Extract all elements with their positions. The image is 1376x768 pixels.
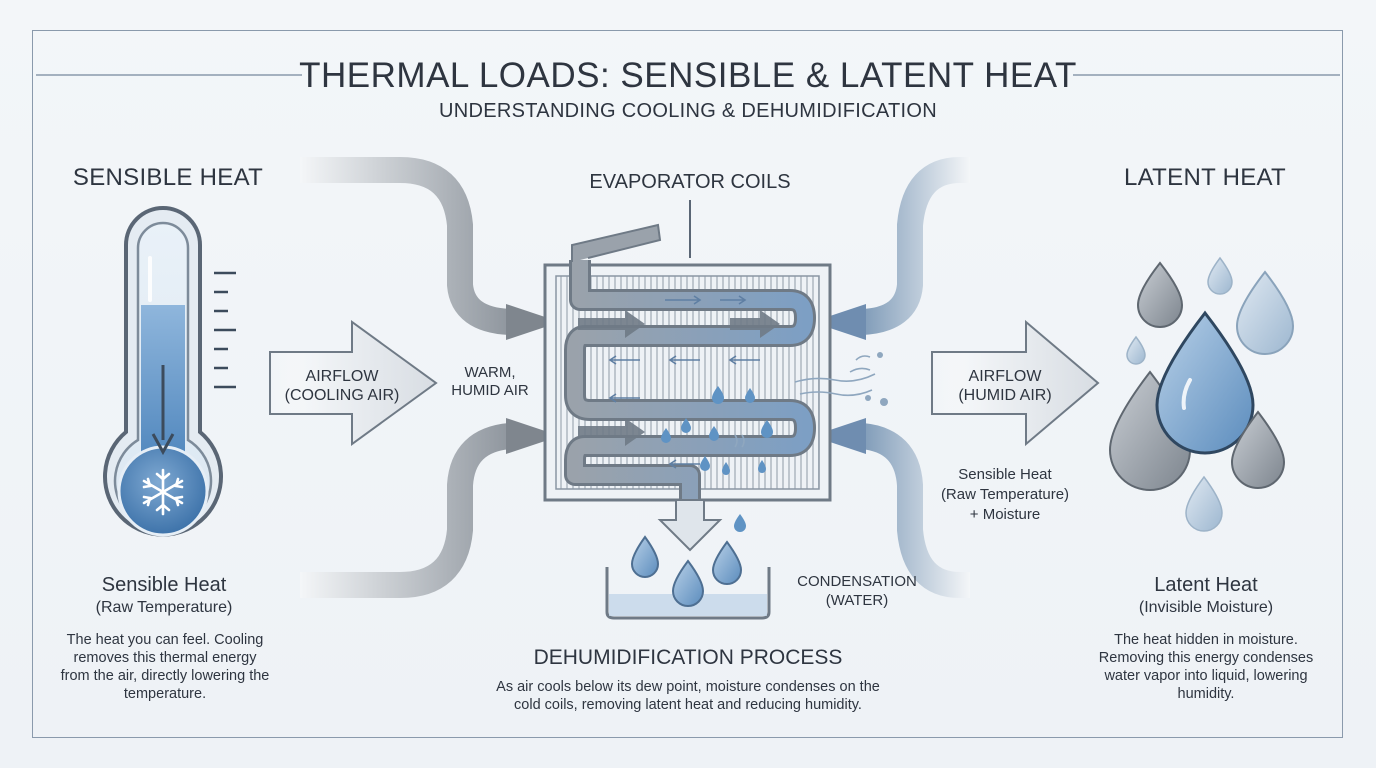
right-note-line1: Sensible Heat <box>958 466 1052 483</box>
airflow-right-line2: (HUMID AIR) <box>958 387 1052 404</box>
condensation-drops <box>630 535 743 607</box>
page-subtitle: UNDERSTANDING COOLING & DEHUMIDIFICATION <box>439 100 937 122</box>
process-title: DEHUMIDIFICATION PROCESS <box>533 646 843 669</box>
process-desc-line1: As air cools below its dew point, moistu… <box>496 679 880 695</box>
thermometer-icon <box>103 206 236 537</box>
warm-air-line1: WARM, <box>464 364 516 381</box>
outer-frame <box>32 30 1343 738</box>
evaporator-coil <box>543 200 888 552</box>
latent-paren: (Invisible Moisture) <box>1138 599 1274 616</box>
sensible-description: The heat you can feel. Cooling removes t… <box>60 632 270 702</box>
water-droplets-icon <box>1108 256 1295 532</box>
curved-airflow-left <box>300 157 560 598</box>
sensible-paren: (Raw Temperature) <box>95 599 233 616</box>
curved-airflow-right <box>812 157 970 598</box>
airflow-arrow-right <box>931 319 1100 447</box>
page-title: THERMAL LOADS: SENSIBLE & LATENT HEAT <box>299 56 1077 95</box>
condensation-line2: (WATER) <box>825 592 889 609</box>
warm-air-line2: HUMID AIR <box>451 382 529 399</box>
sensible-name: Sensible Heat <box>101 574 227 596</box>
right-note-line2: (Raw Temperature) <box>940 486 1070 503</box>
airflow-right-line1: AIRFLOW <box>968 368 1042 385</box>
condensation-line1: CONDENSATION <box>797 573 917 590</box>
evaporator-coils-label: EVAPORATOR COILS <box>589 171 791 193</box>
airflow-left-line2: (COOLING AIR) <box>284 387 400 404</box>
airflow-arrow-left <box>269 320 438 446</box>
right-note-line3: + Moisture <box>969 506 1041 523</box>
latent-description: The heat hidden in moisture. Removing th… <box>1098 632 1314 702</box>
latent-heading: LATENT HEAT <box>1124 164 1286 191</box>
process-desc-line2: cold coils, removing latent heat and red… <box>514 697 862 713</box>
airflow-left-line1: AIRFLOW <box>305 368 379 385</box>
snowflake-icon <box>142 468 184 516</box>
latent-name: Latent Heat <box>1154 574 1258 596</box>
sensible-heading: SENSIBLE HEAT <box>72 164 264 191</box>
